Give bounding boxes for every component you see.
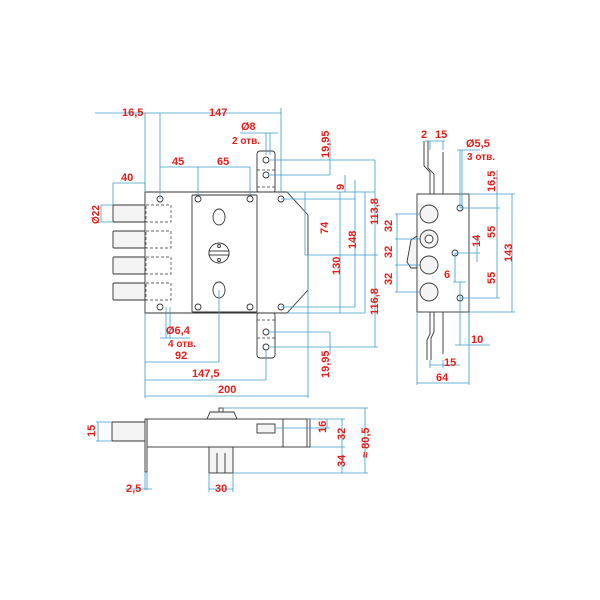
- dim-116-8: 116,8: [369, 288, 381, 315]
- dim-9: 9: [335, 184, 347, 190]
- dim-2-holes: 2 отв.: [232, 136, 260, 147]
- dim-74: 74: [319, 221, 331, 234]
- dim-148: 148: [347, 231, 359, 249]
- dim-14: 14: [471, 234, 483, 247]
- dim-10: 10: [471, 334, 483, 346]
- dim-113-8: 113,8: [369, 198, 381, 225]
- bottom-latch-bar: [426, 312, 444, 360]
- dim-6: 6: [444, 269, 450, 281]
- dim-34: 34: [336, 454, 348, 467]
- dim-2-5: 2,5: [126, 483, 141, 495]
- dim-16-5: 16,5: [122, 107, 143, 119]
- dim-80-5: ≈ 80,5: [360, 427, 372, 458]
- dim-19-95-top: 19,95: [320, 130, 332, 158]
- cylinder-top: [206, 411, 238, 420]
- dim-147: 147: [209, 107, 227, 119]
- side-dimension-labels: 2 15 Ø5,5 3 отв. 16,5 55 14 143 6 55 10 …: [383, 129, 515, 384]
- dim-200: 200: [218, 384, 236, 396]
- dim-32-bottom: 32: [336, 428, 348, 440]
- cylinder-icon: [208, 242, 230, 264]
- side-dimension-lines: [395, 140, 515, 385]
- dim-32-b: 32: [383, 246, 395, 258]
- side-lever: [406, 235, 418, 269]
- dim-32-a: 32: [383, 220, 395, 232]
- dim-147-5: 147,5: [192, 368, 220, 380]
- dim-64: 64: [436, 372, 449, 384]
- bottom-body: [146, 418, 311, 448]
- dim-16-5-side: 16,5: [486, 171, 498, 192]
- dim-92: 92: [175, 350, 187, 362]
- dim-3-holes: 3 отв.: [467, 152, 495, 163]
- dim-hole-6-4: Ø6,4: [166, 325, 191, 337]
- front-dimension-lines: [95, 108, 378, 398]
- dim-hole-5-5: Ø5,5: [466, 138, 490, 150]
- bolt-housings: [145, 204, 172, 301]
- bolts: [112, 204, 147, 301]
- bottom-view: 15 16 32 ≈ 80,5 34 2,5 30: [86, 407, 372, 495]
- bottom-dimension-labels: 15 16 32 ≈ 80,5 34 2,5 30: [86, 421, 372, 495]
- bottom-dimension-lines: [96, 407, 368, 492]
- dim-40: 40: [121, 172, 133, 184]
- dim-30: 30: [215, 483, 227, 495]
- front-plate-edge: [144, 418, 148, 473]
- dim-2: 2: [421, 129, 427, 141]
- dim-130: 130: [331, 257, 343, 275]
- dim-16: 16: [317, 421, 329, 433]
- dim-15-bottom-view: 15: [86, 425, 98, 437]
- side-view: 2 15 Ø5,5 3 отв. 16,5 55 14 143 6 55 10 …: [383, 129, 515, 385]
- dim-45: 45: [172, 156, 184, 168]
- dim-15-top: 15: [435, 129, 447, 141]
- front-view: 16,5 147 Ø8 2 отв. 19,95 45 65 40 Ø22 9 …: [91, 107, 381, 398]
- dim-32-c: 32: [383, 273, 395, 285]
- lower-block: [208, 446, 234, 474]
- dim-15-bottom: 15: [444, 357, 456, 369]
- dim-4-holes: 4 отв.: [168, 339, 196, 350]
- bottom-bolt: [111, 421, 147, 442]
- front-dimension-labels: 16,5 147 Ø8 2 отв. 19,95 45 65 40 Ø22 9 …: [91, 107, 381, 396]
- dim-65: 65: [217, 156, 229, 168]
- top-latch-bar: [423, 141, 444, 194]
- dim-19-95-bottom: 19,95: [320, 350, 332, 378]
- dim-diameter-22: Ø22: [91, 205, 102, 224]
- dim-143: 143: [503, 244, 515, 262]
- dim-hole-8: Ø8: [241, 121, 256, 133]
- dim-55-a: 55: [486, 226, 498, 238]
- dim-55-b: 55: [486, 272, 498, 284]
